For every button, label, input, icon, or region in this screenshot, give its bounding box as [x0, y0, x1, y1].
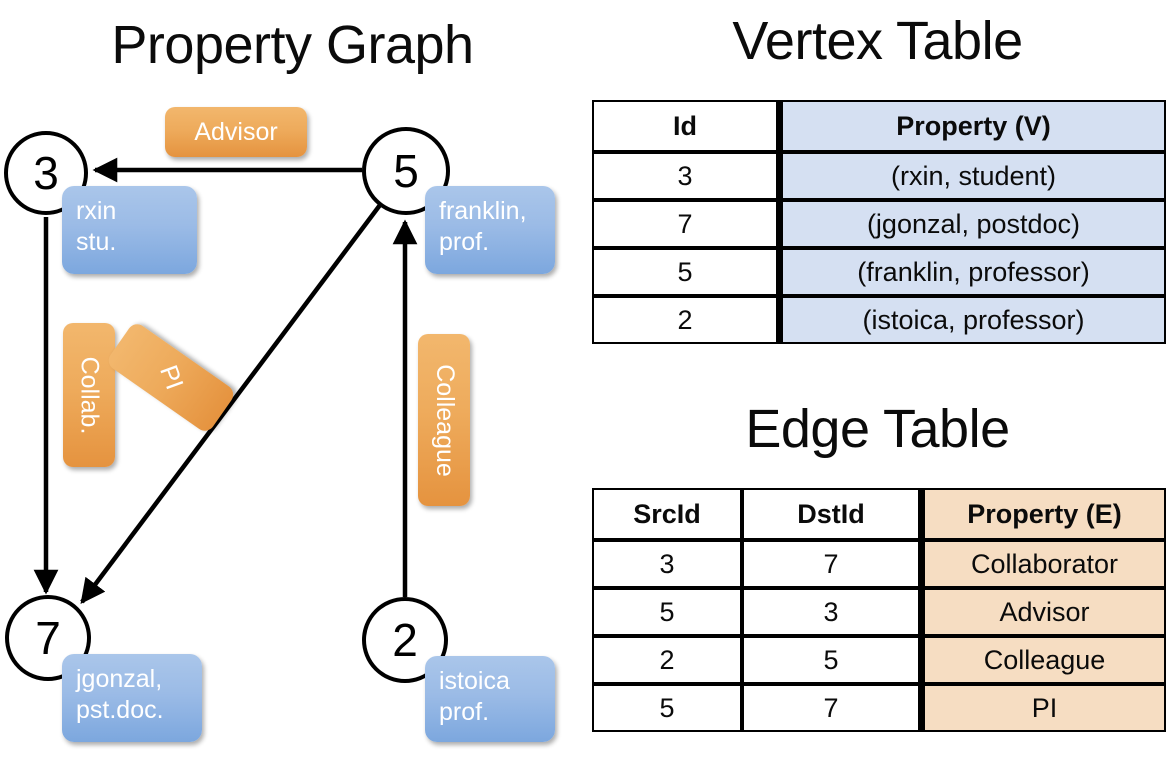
table-row: 5 7 PI: [592, 684, 1166, 732]
graph-node-7-label: 7: [35, 612, 61, 664]
node-property-franklin-line2: prof.: [439, 228, 490, 257]
edge-table-header-srcid: SrcId: [592, 488, 742, 540]
table-row: 5 (franklin, professor): [592, 248, 1166, 296]
table-row: 5 3 Advisor: [592, 588, 1166, 636]
edge-table-header-dstid: DstId: [742, 488, 920, 540]
vertex-row-2-id: 5: [592, 248, 778, 296]
vertex-row-3-id: 2: [592, 296, 778, 344]
edge-row-1-dst: 3: [742, 588, 920, 636]
vertex-row-3-property: (istoica, professor): [778, 296, 1166, 344]
table-row: 2 5 Colleague: [592, 636, 1166, 684]
node-property-istoica-line2: prof.: [439, 698, 490, 727]
node-property-jgonzal-line1: jgonzal,: [76, 665, 163, 693]
edge-row-3-dst: 7: [742, 684, 920, 732]
node-property-box-franklin: franklin, prof.: [425, 186, 555, 274]
vertex-row-1-id: 7: [592, 200, 778, 248]
edge-row-0-property: Collaborator: [920, 540, 1166, 588]
edge-row-3-property: PI: [920, 684, 1166, 732]
graph-node-2[interactable]: 2: [362, 597, 448, 683]
vertex-row-0-id: 3: [592, 152, 778, 200]
edge-row-1-property: Advisor: [920, 588, 1166, 636]
node-property-rxin-line1: rxin: [76, 197, 117, 225]
edge-table-header-row: SrcId DstId Property (E): [592, 488, 1166, 540]
edge-row-1-src: 5: [592, 588, 742, 636]
table-row: 7 (jgonzal, postdoc): [592, 200, 1166, 248]
page-title-edge-table: Edge Table: [745, 399, 1010, 459]
edge-5-to-7: [80, 203, 382, 604]
table-row: 3 7 Collaborator: [592, 540, 1166, 588]
edge-row-0-dst: 7: [742, 540, 920, 588]
edge-row-3-src: 5: [592, 684, 742, 732]
node-property-jgonzal-line2: pst.doc.: [76, 696, 164, 725]
edge-row-2-src: 2: [592, 636, 742, 684]
edge-table-header-property: Property (E): [920, 488, 1166, 540]
node-property-franklin-line1: franklin,: [439, 197, 527, 225]
graph-edges-svg: [33, 157, 418, 604]
node-property-istoica-line1: istoica: [439, 667, 510, 695]
edge-label-collab-text: Collab.: [75, 356, 104, 434]
node-property-box-jgonzal: jgonzal, pst.doc.: [62, 654, 202, 742]
node-property-box-istoica: istoica prof.: [425, 656, 555, 742]
graph-node-5[interactable]: 5: [362, 127, 450, 215]
edge-label-advisor-text: Advisor: [194, 117, 278, 146]
edge-label-colleague-text: Colleague: [430, 363, 459, 477]
property-graph-panel: Property Graph 3 5 7 2 rxin stu. frankli…: [4, 15, 555, 742]
vertex-table-header-property: Property (V): [778, 100, 1166, 152]
edge-row-0-src: 3: [592, 540, 742, 588]
table-row: 3 (rxin, student): [592, 152, 1166, 200]
vertex-table-header-id: Id: [592, 100, 778, 152]
node-property-box-rxin: rxin stu.: [62, 186, 197, 274]
edge-label-advisor: Advisor: [165, 107, 307, 157]
vertex-row-1-property: (jgonzal, postdoc): [778, 200, 1166, 248]
vertex-table: Id Property (V) 3 (rxin, student) 7 (jgo…: [592, 100, 1166, 344]
graph-node-3-label: 3: [33, 147, 59, 199]
page-title-vertex-table: Vertex Table: [732, 11, 1023, 71]
vertex-row-2-property: (franklin, professor): [778, 248, 1166, 296]
table-row: 2 (istoica, professor): [592, 296, 1166, 344]
edge-row-2-property: Colleague: [920, 636, 1166, 684]
node-property-rxin-line2: stu.: [76, 228, 117, 257]
edge-row-2-dst: 5: [742, 636, 920, 684]
graph-node-2-label: 2: [392, 614, 418, 666]
vertex-row-0-property: (rxin, student): [778, 152, 1166, 200]
graph-node-5-label: 5: [393, 145, 419, 197]
page-title-property-graph: Property Graph: [111, 15, 474, 75]
edge-label-pi-text: PI: [154, 361, 189, 394]
edge-table: SrcId DstId Property (E) 3 7 Collaborato…: [592, 488, 1166, 732]
edge-label-colleague: Colleague: [418, 334, 470, 506]
vertex-table-header-row: Id Property (V): [592, 100, 1166, 152]
edge-label-collab: Collab.: [63, 323, 115, 467]
